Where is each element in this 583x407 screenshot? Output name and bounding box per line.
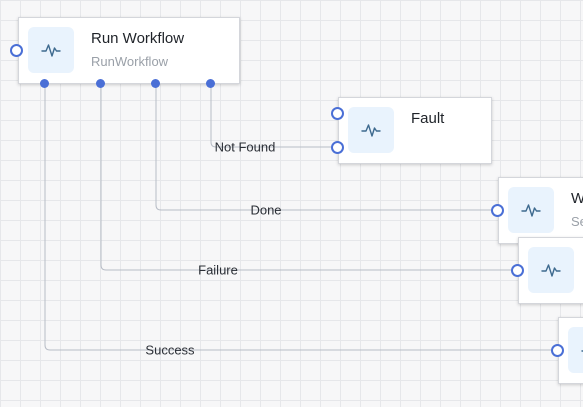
- edge-label-not-found: Not Found: [214, 139, 276, 155]
- connector-done[interactable]: [155, 84, 497, 211]
- input-port[interactable]: [491, 204, 504, 217]
- connector-failure[interactable]: [100, 84, 517, 271]
- input-port[interactable]: [551, 344, 564, 357]
- output-port-done[interactable]: [151, 79, 160, 88]
- output-port-not-found[interactable]: [206, 79, 215, 88]
- connector-not-found[interactable]: [210, 84, 337, 148]
- activity-icon: [508, 187, 554, 233]
- output-port-failure[interactable]: [96, 79, 105, 88]
- activity-icon: [28, 27, 74, 73]
- activity-icon: [568, 327, 583, 373]
- node-title: Fault: [411, 110, 445, 127]
- output-port-success[interactable]: [40, 79, 49, 88]
- node-title: Run Workflow: [91, 30, 185, 47]
- node-title: W: [571, 190, 583, 207]
- activity-icon: [528, 247, 574, 293]
- input-port[interactable]: [511, 264, 524, 277]
- node-failure-target[interactable]: [518, 237, 583, 304]
- edge-label-success: Success: [145, 342, 195, 358]
- connector-success[interactable]: [44, 84, 557, 351]
- node-run-workflow[interactable]: Run Workflow RunWorkflow: [18, 17, 240, 84]
- input-port[interactable]: [331, 141, 344, 154]
- node-subtitle: RunWorkflow: [91, 54, 169, 69]
- node-workflow-partial[interactable]: W Se: [498, 177, 583, 244]
- edge-label-done: Done: [250, 202, 282, 218]
- node-subtitle: Se: [571, 214, 583, 229]
- edge-label-failure: Failure: [198, 262, 238, 278]
- input-port[interactable]: [10, 44, 23, 57]
- activity-icon: [348, 107, 394, 153]
- node-fault[interactable]: Fault: [338, 97, 492, 164]
- input-port[interactable]: [331, 107, 344, 120]
